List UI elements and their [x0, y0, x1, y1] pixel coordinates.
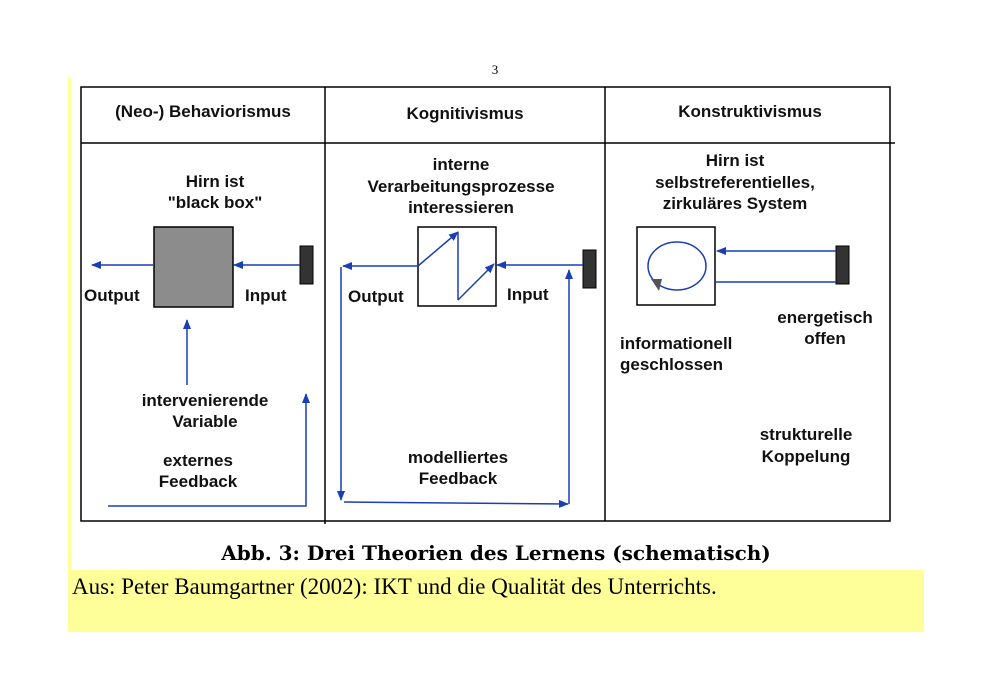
informational-label-line2: geschlossen: [620, 355, 723, 374]
internal-arrow-1: [417, 231, 459, 267]
circular-arrowhead: [651, 279, 662, 291]
brain-label-line3: zirkuläres System: [663, 194, 808, 213]
black-box: [153, 226, 234, 308]
brain-label-line2: "black box": [168, 193, 263, 212]
input-label: Input: [507, 285, 549, 304]
table-frame: [80, 86, 895, 524]
system-box: [636, 226, 716, 306]
output-label: Output: [348, 287, 404, 306]
heading-behaviorism: (Neo-) Behaviorismus: [115, 102, 291, 121]
input-label: Input: [245, 286, 287, 305]
internal-arrow-3: [457, 263, 495, 301]
heading-cognitivism: Kognitivismus: [406, 104, 523, 123]
constructivism-panel: Hirn ist selbstreferentielles, zirkuläre…: [620, 151, 873, 466]
input-source-bar: [582, 249, 597, 289]
processing-box: [417, 226, 497, 307]
cognitivism-panel: interne Verarbeitungsprozesse interessie…: [337, 155, 597, 508]
highlight-bar: [68, 78, 71, 570]
brain-label-line1: Hirn ist: [706, 151, 765, 170]
source-citation-box: Aus: Peter Baumgartner (2002): IKT und d…: [68, 570, 924, 632]
informational-label-line1: informationell: [620, 334, 732, 353]
brain-label-line1: Hirn ist: [186, 172, 245, 191]
heading-constructivism: Konstruktivismus: [678, 102, 822, 121]
processes-label-line3: interessieren: [408, 198, 514, 217]
feedback-bottom-arrow: [343, 499, 569, 508]
feedback-label-line1: modelliertes: [408, 448, 508, 467]
coupling-label-line2: Koppelung: [762, 447, 851, 466]
feedback-label-line1: externes: [163, 451, 233, 470]
input-source-bar: [299, 245, 314, 285]
coupling-label-line1: strukturelle: [760, 425, 853, 444]
source-citation: Aus: Peter Baumgartner (2002): IKT und d…: [72, 574, 717, 599]
circular-process-icon: [647, 241, 707, 291]
behaviorism-panel: Hirn ist "black box" Output Input interv…: [84, 172, 314, 507]
energy-source-bar: [835, 245, 850, 285]
page-number: 3: [491, 62, 499, 77]
brain-label-line2: selbstreferentielles,: [655, 173, 815, 192]
processes-label-line2: Verarbeitungsprozesse: [367, 177, 554, 196]
output-label: Output: [84, 286, 140, 305]
feedback-label-line2: Feedback: [419, 469, 498, 488]
variable-label-line2: Variable: [172, 412, 237, 431]
feedback-label-line2: Feedback: [159, 472, 238, 491]
energetic-label-line2: offen: [804, 329, 846, 348]
figure-caption: Abb. 3: Drei Theorien des Lernens (schem…: [221, 541, 771, 565]
processes-label-line1: interne: [433, 155, 490, 174]
variable-label-line1: intervenierende: [142, 391, 269, 410]
external-feedback-arrow: [108, 393, 310, 507]
energetic-label-line1: energetisch: [777, 308, 872, 327]
